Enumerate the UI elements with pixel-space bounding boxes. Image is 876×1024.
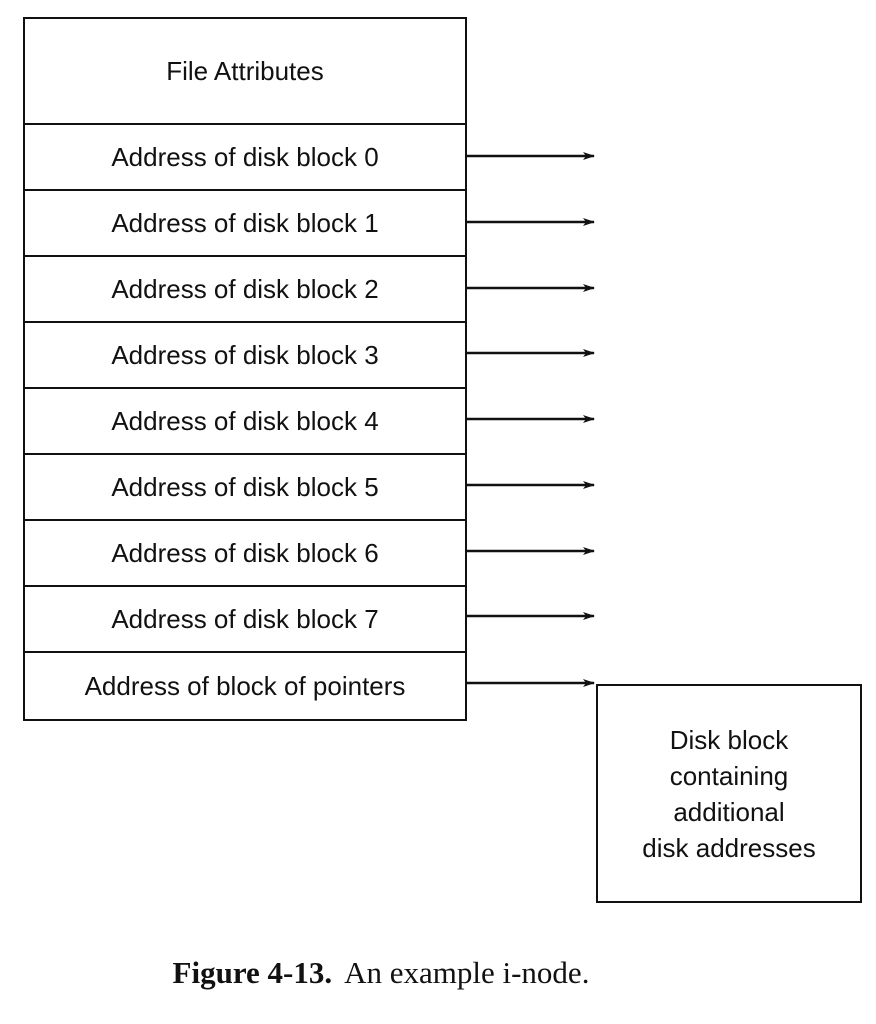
- disk-block-address-1: Address of disk block 1: [25, 191, 465, 257]
- figure-caption-text: An example i-node.: [344, 955, 590, 990]
- indirect-block-line: Disk block: [669, 724, 789, 755]
- indirect-block-text: Disk block containing additional disk ad…: [642, 722, 815, 866]
- disk-block-address-2: Address of disk block 2: [25, 257, 465, 323]
- figure-number: Figure 4-13.: [172, 955, 333, 990]
- disk-block-address-7: Address of disk block 7: [25, 587, 465, 653]
- indirect-block-line: containing: [669, 760, 789, 791]
- disk-block-address-5: Address of disk block 5: [25, 455, 465, 521]
- block-of-pointers-address: Address of block of pointers: [84, 670, 406, 701]
- file-attributes-cell: File Attributes: [25, 19, 465, 125]
- indirect-disk-block: Disk block containing additional disk ad…: [596, 684, 862, 903]
- disk-block-address-0: Address of disk block 0: [25, 125, 465, 191]
- disk-block-address-6: Address of disk block 6: [25, 521, 465, 587]
- disk-block-address-3: Address of disk block 3: [25, 323, 465, 389]
- figure-caption: Figure 4-13. An example i-node.: [0, 955, 762, 991]
- indirect-block-line: disk addresses: [642, 832, 816, 863]
- indirect-block-line: additional: [673, 796, 785, 827]
- disk-block-address-4: Address of disk block 4: [25, 389, 465, 455]
- inode-table: File Attributes Address of disk block 0 …: [23, 17, 467, 721]
